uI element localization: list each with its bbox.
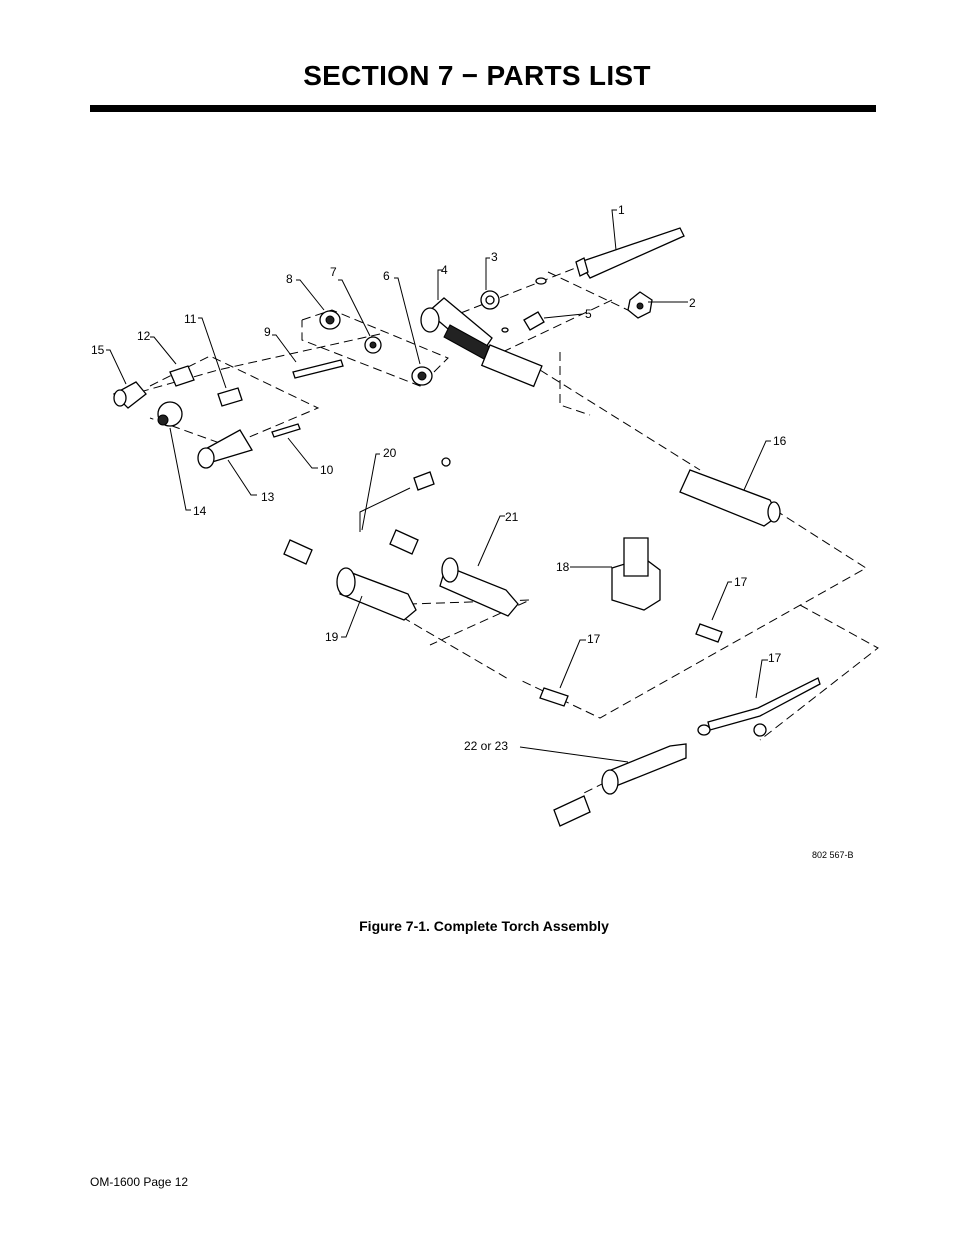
part-8-gas-lens: [319, 310, 341, 330]
callout-20: 20: [383, 446, 397, 460]
callout-2: 2: [689, 296, 696, 310]
part-14-ceramic-cup-short: [157, 401, 183, 427]
part-1-back-cap-long: [575, 227, 685, 279]
part-5-gas-fitting: [501, 311, 545, 333]
part-6-collet-body-large: [411, 366, 433, 386]
callout-12: 12: [137, 329, 151, 343]
callout-labels: 1 2 3 4 5 6 7 8 9 10 11 12 13 14 15 16 1…: [91, 203, 787, 753]
part-2-back-cap-short: [627, 291, 653, 319]
callout-16: 16: [773, 434, 787, 448]
callout-17-middle: 17: [587, 632, 601, 646]
page-footer: OM-1600 Page 12: [90, 1175, 189, 1189]
part-7-collet-body-small: [364, 336, 382, 354]
part-13-ceramic-cup-long: [197, 429, 253, 469]
part-18-adapter-block: [611, 537, 661, 611]
part-10-tungsten-electrode: [271, 423, 301, 438]
callout-8: 8: [286, 272, 293, 286]
callout-1: 1: [618, 203, 625, 217]
title-rule: [90, 105, 876, 112]
callout-10: 10: [320, 463, 334, 477]
callout-21: 21: [505, 510, 519, 524]
callout-6: 6: [383, 269, 390, 283]
callout-9: 9: [264, 325, 271, 339]
callout-22-or-23: 22 or 23: [464, 739, 508, 753]
part-22-23-power-adapter: [553, 743, 687, 827]
callout-14: 14: [193, 504, 207, 518]
callout-3: 3: [491, 250, 498, 264]
callout-4: 4: [441, 263, 448, 277]
callout-11: 11: [184, 312, 197, 326]
part-20-gas-hose-fitting: [359, 457, 451, 532]
callout-19: 19: [325, 630, 339, 644]
part-12-collet-body-small: [169, 365, 195, 387]
part-15-nozzle: [112, 381, 147, 409]
assembly-dash-lines: [139, 266, 879, 796]
part-16-cable-boot: [679, 469, 781, 527]
leader-lines: [106, 209, 771, 763]
callout-17-lower: 17: [768, 651, 782, 665]
section-title: SECTION 7 − PARTS LIST: [303, 60, 651, 91]
callout-18: 18: [556, 560, 570, 574]
part-21-insulating-boot: [389, 529, 519, 617]
callout-17-upper: 17: [734, 575, 748, 589]
callout-13: 13: [261, 490, 275, 504]
callout-5: 5: [585, 307, 592, 321]
callout-15: 15: [91, 343, 105, 357]
callout-7: 7: [330, 265, 337, 279]
part-11-collet-small: [217, 387, 243, 407]
part-4-torch-head-body: [420, 297, 543, 388]
part-9-collet: [292, 359, 344, 379]
drawing-number: 802 567-B: [812, 850, 854, 860]
figure-caption: Figure 7-1. Complete Torch Assembly: [359, 918, 609, 934]
part-19-power-adapter-handle: [283, 539, 417, 621]
part-3-insulator: [480, 277, 547, 310]
part-17-connector-plugs: [539, 623, 821, 737]
